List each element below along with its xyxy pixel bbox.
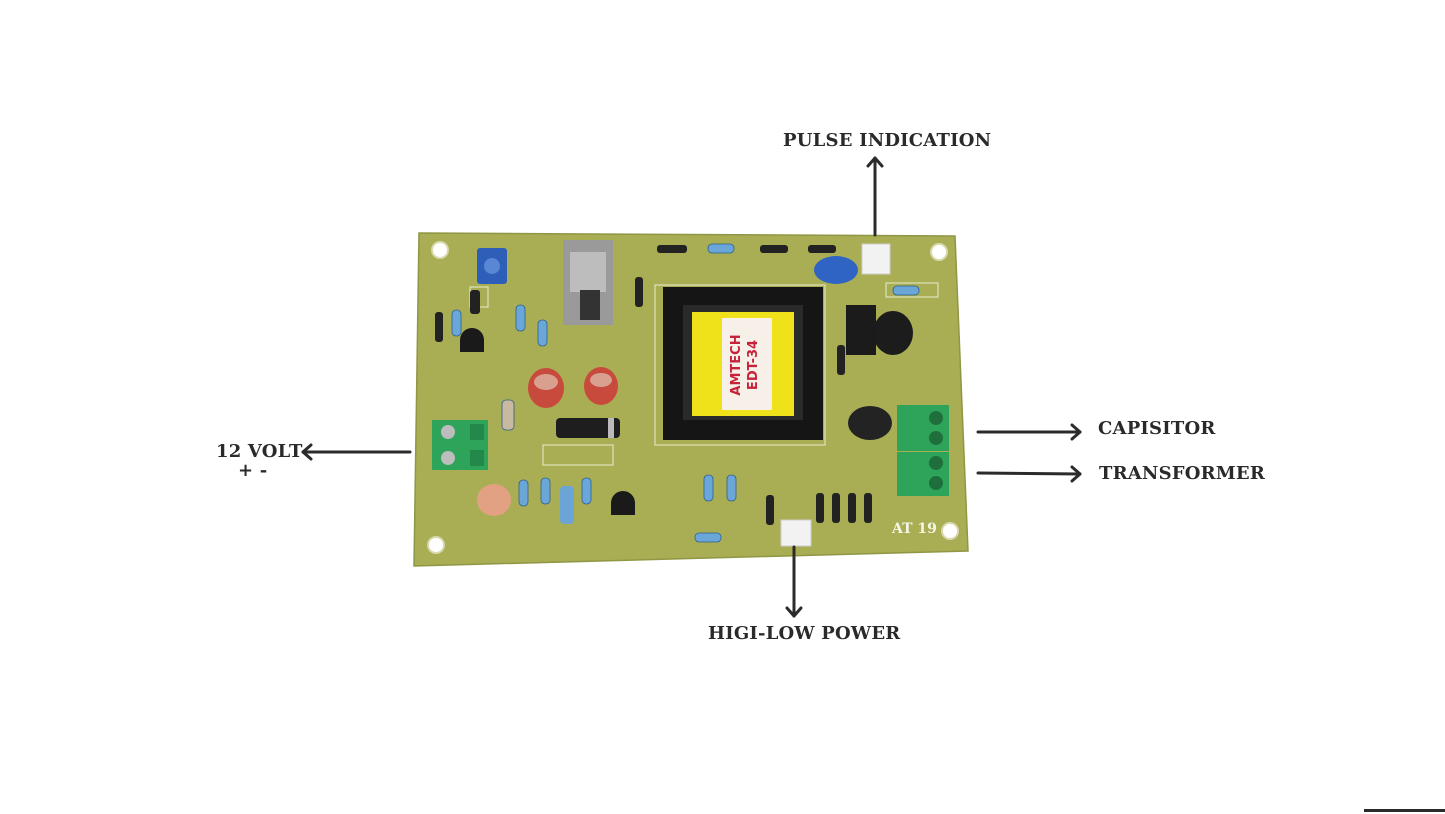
terminal-block-transformer [897,452,949,496]
pulse-connector [861,243,891,275]
disc-capacitor [814,256,858,284]
transformer-arrow [976,471,1082,476]
blue-capacitor [560,486,574,524]
terminal-block-12v [432,420,488,470]
mounting-hole [941,522,959,540]
corner-rule [1364,809,1445,812]
diode [556,418,620,438]
transformer-brand: AMTECH [729,334,744,395]
mounting-hole [930,243,948,261]
transformer-label: TRANSFORMER [1099,463,1265,484]
transistor [460,328,484,352]
round-capacitor [873,311,913,355]
terminal-block-capacitor [897,405,949,451]
mounting-hole [431,241,449,259]
power-connector [780,519,812,547]
higi-low-power-label: HIGI-LOW POWER [708,623,901,644]
mounting-hole [427,536,445,554]
small-diodes [435,245,872,525]
transformer-model: EDT-34 [746,340,761,390]
ceramic-capacitor [848,406,892,440]
transistor [611,491,635,515]
pulse-indication-label: PULSE INDICATION [783,130,992,151]
orange-capacitor [477,484,511,516]
resistors [451,243,920,543]
volt-label: 12 VOLT [216,441,303,462]
mosfet [846,305,876,355]
capisitor-label: CAPISITOR [1098,418,1216,439]
voltage-regulator [563,240,613,325]
transformer: AMTECH EDT-34 [663,287,823,440]
polarity-label: + - [238,460,268,481]
board-marking: AT 19 [891,521,937,537]
